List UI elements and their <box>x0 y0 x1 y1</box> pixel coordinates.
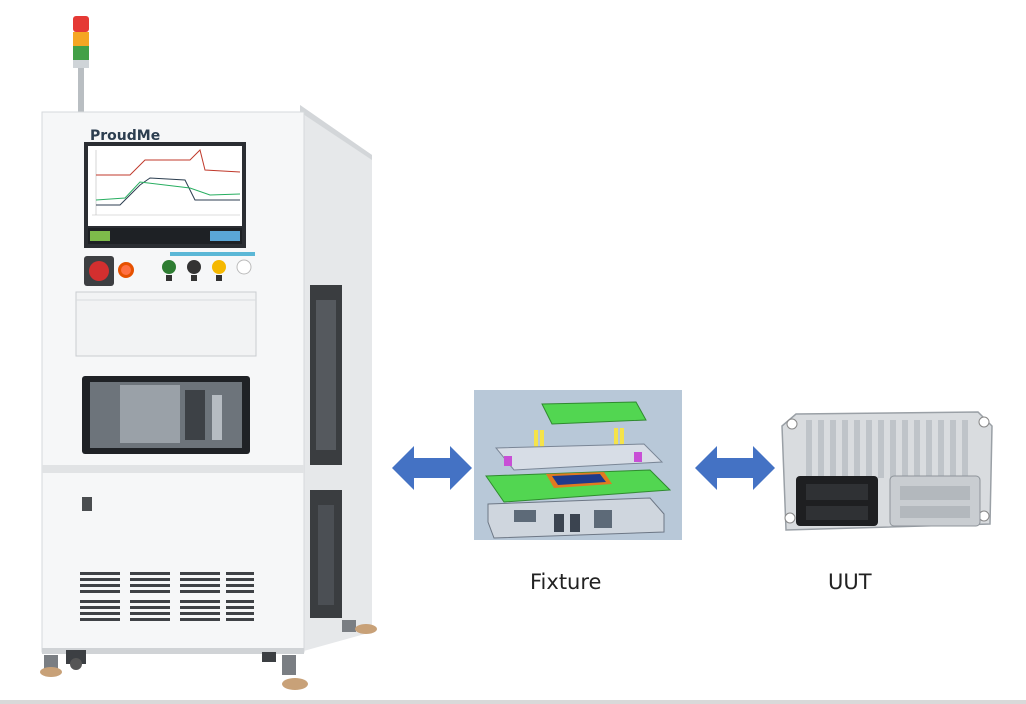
fixture-illustration <box>474 390 682 540</box>
uut-ecu-illustration <box>781 411 993 531</box>
monitor-screen <box>84 142 246 248</box>
cabinet-window <box>82 376 250 454</box>
bidirectional-arrow-icon <box>695 446 775 490</box>
bottom-divider <box>0 700 1026 704</box>
signal-tower-icon <box>73 16 89 116</box>
caster-feet <box>40 620 377 690</box>
bidirectional-arrow-icon <box>392 446 472 490</box>
control-panel <box>84 256 252 286</box>
vent-grille <box>80 572 254 621</box>
machine-brand-label: ProudMe <box>90 128 160 144</box>
test-machine-illustration: ProudMe <box>40 16 377 690</box>
fixture-label: Fixture <box>530 570 602 594</box>
uut-label: UUT <box>828 570 872 594</box>
